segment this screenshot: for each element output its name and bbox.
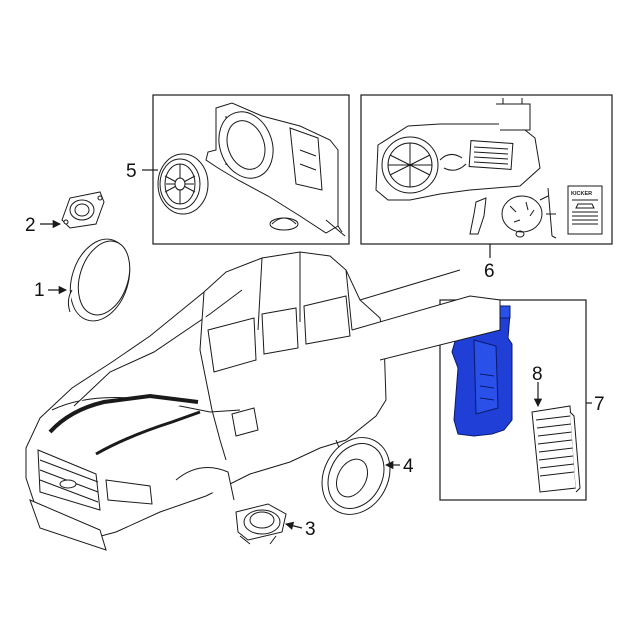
callout-4: 4 xyxy=(403,456,414,477)
amplifier-kit-enclosure[interactable] xyxy=(375,98,541,201)
subwoofer-speaker[interactable] xyxy=(157,153,209,215)
callout-1: 1 xyxy=(34,280,45,301)
tweeter-part-2[interactable] xyxy=(61,191,105,229)
detail-box-6 xyxy=(360,94,613,245)
callout-3: 3 xyxy=(305,519,316,540)
speaker-part-3[interactable] xyxy=(235,503,287,545)
pickup-truck-outline xyxy=(25,251,501,551)
callout-2: 2 xyxy=(25,215,36,236)
leader-3 xyxy=(284,521,303,530)
callout-8: 8 xyxy=(532,364,543,385)
detail-box-7 xyxy=(439,299,587,501)
manual-brand-label: KICKER xyxy=(571,191,592,197)
owner-manual xyxy=(567,185,603,235)
callout-numbers: 1 2 3 4 5 6 7 8 xyxy=(25,161,605,540)
callout-5: 5 xyxy=(126,161,137,182)
speaker-part-4[interactable] xyxy=(309,426,403,527)
callout-7: 7 xyxy=(594,394,605,415)
subwoofer-enclosure[interactable] xyxy=(205,102,346,237)
speaker-part-1[interactable] xyxy=(60,231,139,328)
wiring-harness xyxy=(501,187,557,239)
leader-lines xyxy=(40,169,592,530)
amplifier-module[interactable] xyxy=(531,405,581,493)
mounting-pad xyxy=(269,217,299,231)
bracket-clip xyxy=(469,197,487,235)
callout-6: 6 xyxy=(484,261,495,282)
